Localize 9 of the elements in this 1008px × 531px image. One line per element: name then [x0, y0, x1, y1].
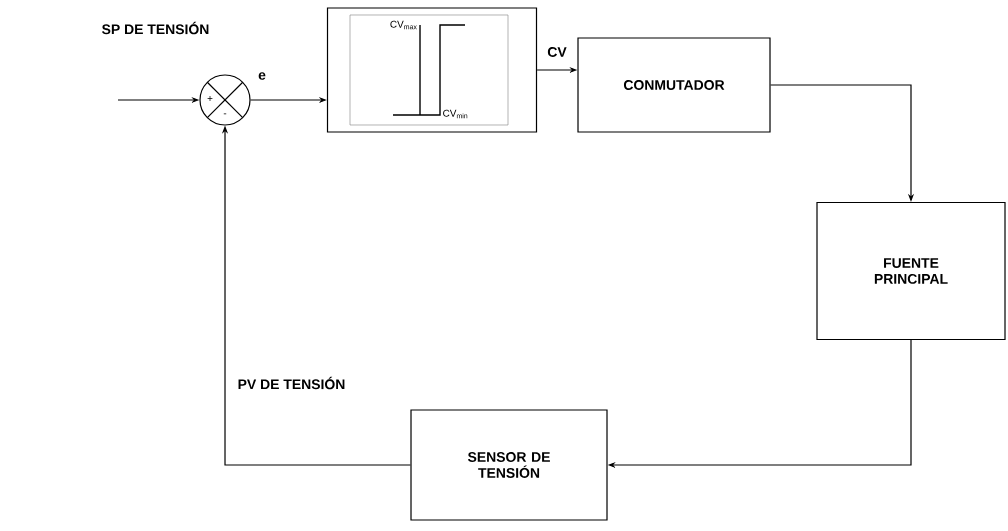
- summing-junction: + -: [199, 74, 251, 126]
- process-box: SENSOR DE TENSIÓN: [410, 409, 608, 521]
- edge-label: e: [258, 72, 266, 80]
- hysteresis-block: CV$_{max}$ CV$_{min}$: [326, 7, 538, 133]
- edge-label: SP DE TENSIÓN: [102, 21, 209, 35]
- edge-label: CV: [547, 47, 567, 57]
- process-box: CONMUTADOR: [577, 37, 771, 133]
- process-box: FUENTE PRINCIPAL: [816, 201, 1006, 341]
- edge-label: PV DE TENSIÓN: [238, 376, 345, 390]
